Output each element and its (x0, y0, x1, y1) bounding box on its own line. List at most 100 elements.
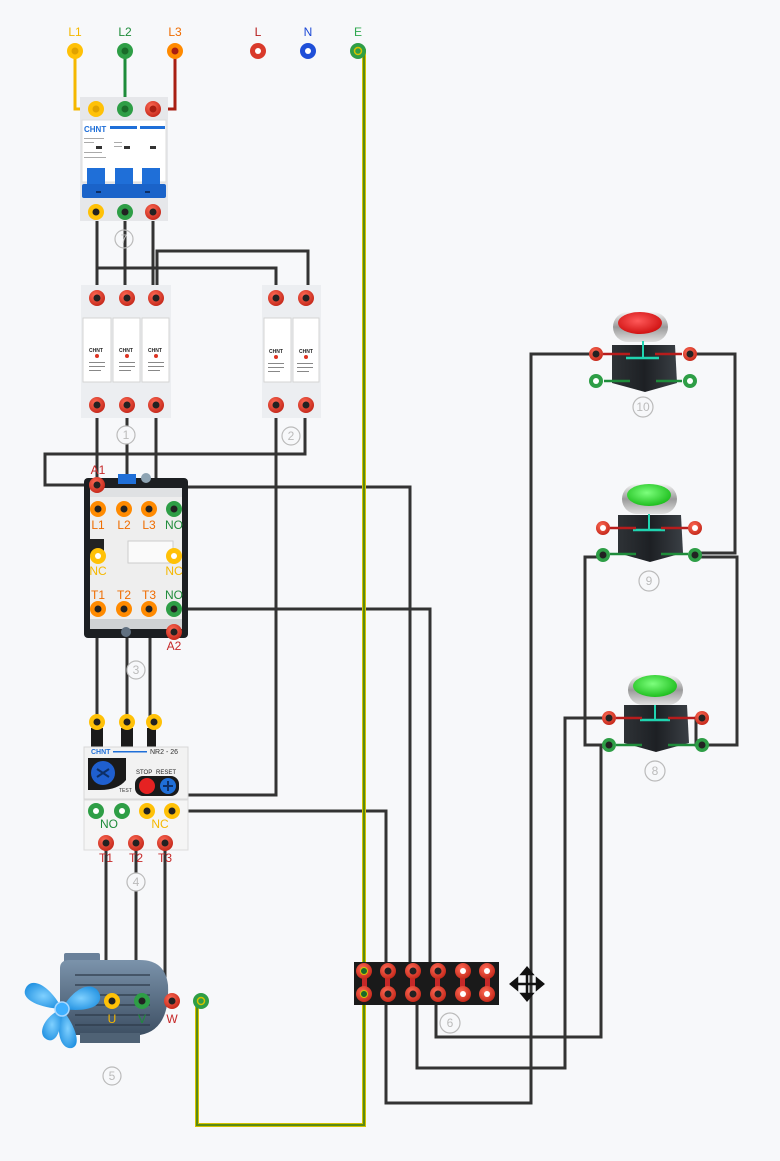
overload-out-2[interactable] (128, 835, 144, 851)
motor-terminal-v[interactable] (134, 993, 150, 1009)
label-n: N (304, 25, 313, 39)
wire-contactor-no-bottom[interactable] (174, 607, 432, 970)
wire-button9-right-loop[interactable] (695, 555, 739, 747)
wire-control-fuse-a1[interactable] (43, 405, 307, 487)
breaker-in-2[interactable] (117, 101, 133, 117)
fuse3p-in-3[interactable] (148, 290, 164, 306)
tb-col-3[interactable] (405, 963, 421, 1002)
contactor-l3[interactable] (141, 501, 157, 517)
contactor-nc-right[interactable] (166, 548, 182, 564)
breaker-in-1[interactable] (88, 101, 104, 117)
button-8-number: 8 (652, 764, 659, 778)
motor-terminal-u[interactable] (104, 993, 120, 1009)
tb-col-5[interactable] (455, 963, 471, 1002)
button-9-no-right[interactable] (688, 548, 702, 562)
fuse-holder-2p[interactable]: CHNT CHNT 2 (262, 285, 321, 446)
button-9-nc-left[interactable] (596, 521, 610, 535)
overload-stop-button[interactable] (139, 778, 155, 794)
contactor-nc-left[interactable] (90, 548, 106, 564)
contactor[interactable]: A1 L1 L2 L3 NO NC NC T1 T2 T3 NO A2 3 (84, 463, 188, 680)
overload-aux-no-1[interactable] (88, 803, 104, 819)
terminal-block[interactable]: 6 (354, 962, 499, 1034)
push-button-9[interactable]: 9 (596, 484, 702, 592)
motor[interactable]: U V W 5 (24, 953, 209, 1086)
fuse-holder-3p[interactable]: CHNT CHNT CHNT 1 (81, 285, 171, 445)
button-10-no-right[interactable] (683, 374, 697, 388)
fuse2-brand: CHNT (119, 348, 133, 354)
fuse2p-out-1[interactable] (268, 397, 284, 413)
breaker-in-3[interactable] (145, 101, 161, 117)
tb-col-6[interactable] (479, 963, 495, 1002)
fuse3p-in-1[interactable] (89, 290, 105, 306)
wire-tb-button8-no[interactable] (415, 716, 609, 1070)
wire-contactor-no-top[interactable] (166, 485, 412, 970)
overload-out-3[interactable] (157, 835, 173, 851)
button-9-cap[interactable] (627, 484, 671, 506)
button-10-number: 10 (636, 400, 650, 414)
fan-icon (24, 982, 101, 1049)
fuse2p-out-2[interactable] (298, 397, 314, 413)
button-10-nc-right[interactable] (683, 347, 697, 361)
button-9-no-left[interactable] (596, 548, 610, 562)
fuse3p-in-2[interactable] (119, 290, 135, 306)
move-handle-icon[interactable] (509, 966, 545, 1002)
contactor-l2[interactable] (116, 501, 132, 517)
button-8-nc-right[interactable] (695, 711, 709, 725)
fuse3p-out-3[interactable] (148, 397, 164, 413)
fuse2p-in-1[interactable] (268, 290, 284, 306)
overload-in-2[interactable] (119, 714, 135, 730)
push-button-8[interactable]: 8 (602, 675, 709, 782)
terminal-l2[interactable] (117, 43, 133, 59)
push-button-10[interactable]: 10 (589, 312, 697, 418)
overload-aux-nc-2[interactable] (164, 803, 180, 819)
fuse3p-out-1[interactable] (89, 397, 105, 413)
button-10-nc-left[interactable] (589, 347, 603, 361)
breaker-handle-bar[interactable] (82, 184, 166, 198)
overload-out-1[interactable] (98, 835, 114, 851)
terminal-l1[interactable] (67, 43, 83, 59)
terminal-e[interactable] (350, 43, 366, 59)
tb-col-2[interactable] (380, 963, 396, 1002)
contactor-a2[interactable] (166, 624, 182, 640)
button-8-no-left[interactable] (602, 738, 616, 752)
wire-tb-button10[interactable] (384, 352, 596, 1105)
terminal-l[interactable] (250, 43, 266, 59)
wire-button10-button9[interactable] (690, 352, 737, 555)
overload-relay[interactable]: CHNT NR2 - 26 TEST STOP RESET NO NC T1 T… (83, 714, 189, 892)
motor-terminal-earth[interactable] (193, 993, 209, 1009)
contactor-no-bottom[interactable] (166, 601, 182, 617)
terminal-block-number: 6 (447, 1016, 454, 1030)
contactor-t1[interactable] (90, 601, 106, 617)
fuse3p-out-2[interactable] (119, 397, 135, 413)
overload-aux-no-2[interactable] (114, 803, 130, 819)
button-10-no-left[interactable] (589, 374, 603, 388)
breaker-out-2[interactable] (117, 204, 133, 220)
overload-aux-nc-1[interactable] (139, 803, 155, 819)
wire-fuse2-right-feed[interactable] (155, 249, 310, 298)
overload-in-1[interactable] (89, 714, 105, 730)
label-e: E (354, 25, 362, 39)
breaker-out-3[interactable] (145, 204, 161, 220)
contactor-a1[interactable] (89, 477, 105, 493)
terminal-l3[interactable] (167, 43, 183, 59)
button-8-no-right[interactable] (695, 738, 709, 752)
circuit-breaker[interactable]: CHNT 7 (80, 97, 168, 249)
wire-earth[interactable] (195, 49, 366, 1127)
button-10-cap[interactable] (618, 312, 662, 334)
button-8-cap[interactable] (633, 675, 677, 697)
contactor-l1[interactable] (90, 501, 106, 517)
tb-col-1[interactable] (356, 963, 372, 1002)
contactor-no-top[interactable] (166, 501, 182, 517)
button-8-nc-left[interactable] (602, 711, 616, 725)
motor-terminal-w[interactable] (164, 993, 180, 1009)
breaker-out-1[interactable] (88, 204, 104, 220)
contactor-t2[interactable] (116, 601, 132, 617)
wire-button9-left-loop[interactable] (583, 555, 609, 747)
contactor-t3[interactable] (141, 601, 157, 617)
fuse2p-in-2[interactable] (298, 290, 314, 306)
tb-col-4[interactable] (430, 963, 446, 1002)
wire-overload-nc[interactable] (172, 809, 388, 970)
terminal-n[interactable] (300, 43, 316, 59)
button-9-nc-right[interactable] (688, 521, 702, 535)
overload-in-3[interactable] (146, 714, 162, 730)
